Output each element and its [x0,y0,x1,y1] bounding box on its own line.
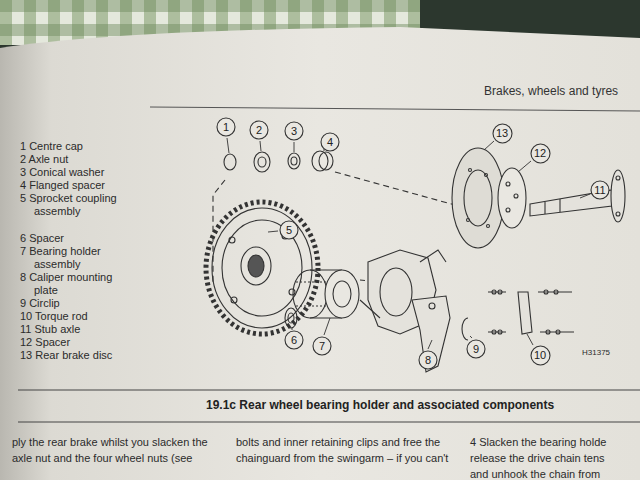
callout-number: 3 [291,126,297,137]
callout-number: 4 [327,137,333,148]
part-list-entry: 5 Sprocket coupling assembly [20,192,118,218]
callout-ring [313,337,331,355]
callout-circle: 12 [530,143,551,164]
header-rule [150,107,640,111]
body-text: bolts and inner retaining clips and free… [236,436,440,449]
caption-rule [18,389,640,390]
caption-rule [18,421,640,422]
callout-circle: 1 [216,117,236,137]
exploded-view [206,148,625,372]
part-list-entry: 3 Conical washer [20,166,118,179]
callout-number: 5 [286,225,292,236]
callout-circle: 10 [530,345,551,366]
body-text: ply the rear brake whilst you slacken th… [12,436,208,449]
body-text: and unhook the chain from [470,468,600,480]
callout-number: 2 [256,125,262,136]
callout-number: 6 [291,335,297,346]
callout-ring [531,346,550,365]
callout-circle: 11 [590,180,610,200]
figure-caption: 19.1c Rear wheel bearing holder and asso… [206,398,554,412]
callout-ring [493,124,512,143]
callout-ring [250,121,268,139]
callout-ring [321,133,339,151]
part-list-entry: 2 Axle nut [20,153,118,166]
callout-circle: 13 [492,123,513,144]
part-list-entry: 8 Caliper mounting plate [20,271,118,297]
callout-number: 8 [425,355,431,366]
callout-circle: 5 [279,220,299,240]
body-text: chainguard from the swingarm – if you ca… [236,452,448,465]
callout-ring [280,221,298,239]
part-list-entry: 11 Stub axle [20,323,118,336]
part-list-entry: 13 Rear brake disc [20,349,118,362]
body-text: 4 Slacken the bearing holde [470,436,606,449]
part-list-entry: 7 Bearing holder assembly [20,245,118,271]
part-list-entry: 1 Centre cap [20,140,118,153]
callout-number: 12 [534,148,546,159]
callout-circle: 6 [284,330,304,350]
part-list-entry: 6 Spacer [20,232,118,245]
callout-ring [419,351,437,369]
book-page [0,27,640,480]
callout-ring [285,122,303,140]
callout-circle: 2 [249,120,269,140]
callout-number: 9 [473,344,479,355]
callout-ring [285,331,303,349]
part-list-entry: 9 Circlip [20,297,118,310]
callout-circle: 8 [418,350,438,370]
body-text: release the drive chain tens [470,452,605,465]
callout-circle: 4 [320,132,340,152]
callout-circle: 3 [284,121,304,141]
callout-ring [591,181,609,199]
callout-ring [531,144,550,163]
callout-number: 7 [319,341,325,352]
callout-number: 13 [496,128,508,139]
callout-number: 1 [223,122,229,133]
part-list-entry: 12 Spacer [20,336,118,349]
running-header: Brakes, wheels and tyres [484,84,618,98]
callout-circle: 9 [466,339,486,359]
callout-ring [217,118,235,136]
callout-ring [467,340,485,358]
part-list-entry: 10 Torque rod [20,310,118,323]
figure-code: H31375 [582,346,610,359]
leader-lines [227,138,590,349]
callout-number: 11 [594,185,605,196]
part-list-entry: 4 Flanged spacer [20,179,118,192]
callout-circle: 7 [312,336,332,356]
callout-number: 10 [534,350,546,361]
body-text: axle nut and the four wheel nuts (see [12,452,192,465]
